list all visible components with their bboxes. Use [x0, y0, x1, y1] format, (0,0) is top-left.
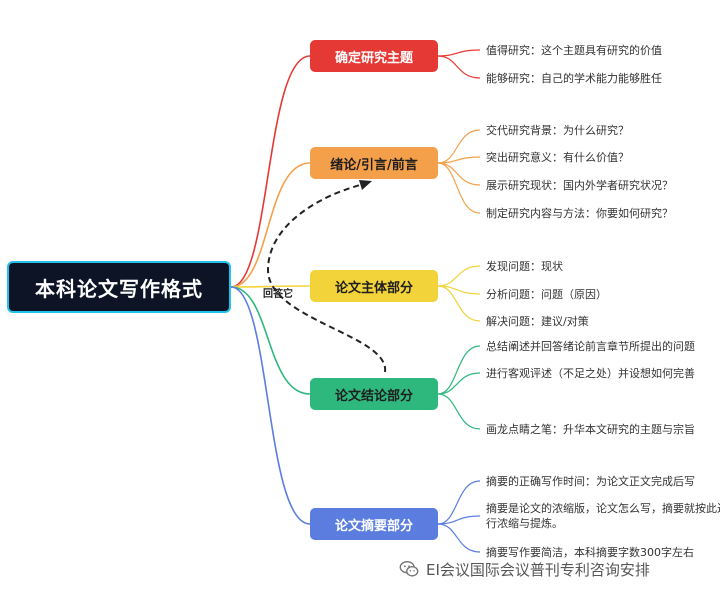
leaf-topic: 展示研究现状：国内外学者研究状况？ [486, 179, 673, 192]
leaf-edge [437, 480, 481, 525]
leaf-topic: 摘要是论文的浓缩版，论文怎么写，摘要就按此进行浓缩与提炼。 [486, 502, 720, 530]
branch-topic: 论文结论部分 [310, 378, 438, 410]
branch-edge [230, 286, 311, 395]
relation-arrowhead [359, 180, 372, 190]
branch-topic: 绪论/引言/前言 [310, 147, 438, 179]
leaf-topic: 发现问题：现状 [486, 260, 563, 273]
leaf-edge [437, 162, 481, 186]
leaf-edge [437, 129, 481, 164]
leaf-topic: 总结阐述并回答绪论前言章节所提出的问题 [486, 340, 695, 353]
leaf-edge [437, 49, 481, 57]
wechat-icon [399, 560, 419, 577]
branch-edge [230, 162, 311, 288]
leaf-topic: 能够研究：自己的学术能力能够胜任 [486, 72, 662, 85]
leaf-edge [437, 523, 481, 553]
leaf-edge [437, 345, 481, 395]
leaf-edge [437, 265, 481, 287]
leaf-topic: 制定研究内容与方法：你要如何研究？ [486, 207, 673, 220]
watermark-text: EI会议国际会议普刊专利咨询安排 [426, 560, 650, 579]
leaf-topic: 交代研究背景：为什么研究？ [486, 124, 629, 137]
leaf-topic: 解决问题：建议/对策 [486, 315, 589, 328]
relation-arrow [266, 183, 387, 373]
leaf-edge [437, 156, 481, 164]
root-topic: 本科论文写作格式 [7, 261, 231, 313]
leaf-topic: 进行客观评述（不足之处）并设想如何完善 [486, 367, 695, 380]
leaf-topic: 分析问题：问题（原因） [486, 288, 607, 301]
leaf-edge [437, 162, 481, 214]
leaf-edge [437, 55, 481, 79]
leaf-edge [437, 393, 481, 430]
leaf-topic: 值得研究：这个主题具有研究的价值 [486, 44, 662, 57]
branch-edge [230, 285, 311, 288]
branch-topic: 论文摘要部分 [310, 508, 438, 540]
branch-topic: 确定研究主题 [310, 40, 438, 72]
branch-topic: 论文主体部分 [310, 270, 438, 302]
leaf-edge [437, 372, 481, 395]
branch-edge [230, 286, 311, 525]
leaf-topic: 摘要的正确写作时间：为论文正文完成后写 [486, 475, 695, 488]
leaf-topic: 突出研究意义：有什么价值？ [486, 151, 629, 164]
branch-edge [230, 55, 311, 288]
leaf-edge [437, 285, 481, 322]
leaf-topic: 画龙点睛之笔：升华本文研究的主题与宗旨 [486, 423, 695, 436]
leaf-topic: 摘要写作要简洁，本科摘要字数300字左右 [486, 546, 694, 559]
leaf-edge [437, 515, 481, 525]
relation-label: 回答它 [263, 289, 293, 300]
watermark: EI会议国际会议普刊专利咨询安排 [398, 558, 650, 580]
